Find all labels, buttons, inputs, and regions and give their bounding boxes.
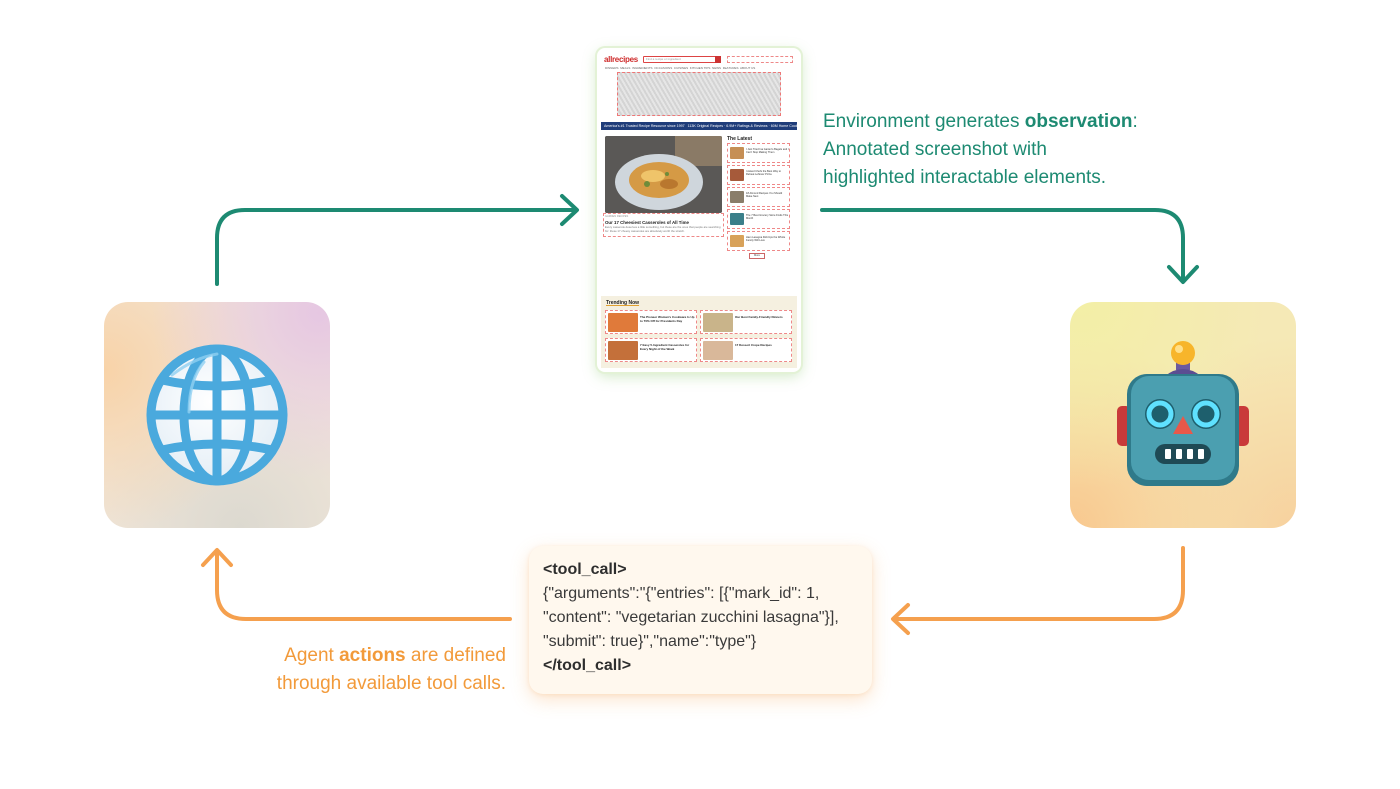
nav-item[interactable]: DINNERS bbox=[605, 66, 619, 70]
latest-thumb bbox=[730, 147, 744, 159]
nav-item[interactable]: MEALS bbox=[620, 66, 631, 70]
agent-to-action-arrow bbox=[891, 546, 1185, 635]
banner-stats: 113K Original Recipes · 6.9M+ Ratings & … bbox=[687, 124, 800, 128]
hero-link-box[interactable] bbox=[603, 213, 724, 237]
nav-item[interactable]: KITCHEN TIPS bbox=[689, 66, 711, 70]
caption-text: Environment generates bbox=[823, 111, 1025, 132]
latest-item[interactable]: I Just Tried Ina Garten's Bagels and I C… bbox=[727, 143, 790, 163]
latest-item-title: 18 Almond Recipes You Should Make Next bbox=[746, 192, 783, 199]
trending-card[interactable]: 7 Easy 5-Ingredient Casseroles for Every… bbox=[605, 338, 697, 362]
nav-item[interactable]: FEATURES bbox=[722, 66, 739, 70]
trending-card[interactable]: The Pioneer Woman's Cookware Is Up to 70… bbox=[605, 310, 697, 334]
annotated-screenshot: allrecipes Find a recipe or ingredient D… bbox=[597, 48, 801, 372]
tool-call-line-3: "submit": true}","name":"type"} bbox=[543, 633, 757, 650]
nav-item[interactable]: OCCASIONS bbox=[654, 66, 673, 70]
trending-thumb bbox=[608, 341, 638, 360]
caption-text: : bbox=[1132, 111, 1138, 132]
caption-keyword: actions bbox=[339, 645, 406, 666]
nav-item[interactable]: ABOUT US bbox=[740, 66, 756, 70]
latest-title: The Latest bbox=[727, 136, 753, 142]
tool-call-open-tag: <tool_call> bbox=[543, 561, 627, 578]
nav-item[interactable]: CUISINES bbox=[673, 66, 689, 70]
hero-tag: GARDEN RECIPES bbox=[605, 215, 629, 218]
latest-thumb bbox=[730, 235, 744, 247]
trending-card-title: The Pioneer Woman's Cookware Is Up to 70… bbox=[640, 315, 695, 323]
environment-tile bbox=[104, 302, 330, 528]
trending-thumb bbox=[703, 313, 733, 332]
action-caption: Agent actions are defined through availa… bbox=[230, 642, 506, 698]
latest-item[interactable]: I Asked Chefs the Best Way to Reheat Lef… bbox=[727, 165, 790, 185]
site-search-button[interactable] bbox=[715, 56, 721, 63]
nav-item[interactable]: INGREDIENTS bbox=[632, 66, 653, 70]
latest-item-title: The 7 Best Grocery Store Finds This Mont… bbox=[746, 214, 789, 221]
observation-to-agent-arrow bbox=[820, 208, 1199, 284]
observation-caption-line-2: Annotated screenshot with bbox=[823, 139, 1047, 160]
trending-card-title: Our Best Family-Friendly Dinners bbox=[735, 315, 783, 319]
tool-call-close-tag: </tool_call> bbox=[543, 657, 632, 674]
latest-item-title: I Just Tried Ina Garten's Bagels and I C… bbox=[746, 148, 789, 155]
latest-item[interactable]: 18 Almond Recipes You Should Make Next bbox=[727, 187, 790, 207]
action-caption-line-1: Agent actions are defined bbox=[230, 642, 506, 670]
trending-thumb bbox=[703, 341, 733, 360]
site-banner: America's #1 Trusted Recipe Resource sin… bbox=[601, 122, 800, 130]
trending-title: Trending Now bbox=[606, 300, 640, 306]
latest-item[interactable]: The 7 Best Grocery Store Finds This Mont… bbox=[727, 209, 790, 229]
observation-caption: Environment generates observation: Annot… bbox=[823, 108, 1183, 192]
hero-description: Every casserole deserves a little someth… bbox=[605, 225, 721, 233]
observation-caption-line-1: Environment generates observation: bbox=[823, 108, 1183, 136]
trending-thumb bbox=[608, 313, 638, 332]
nav-item[interactable]: NEWS bbox=[712, 66, 722, 70]
observation-caption-line-3: highlighted interactable elements. bbox=[823, 167, 1107, 188]
ad-placeholder bbox=[617, 72, 781, 116]
site-nav[interactable]: DINNERS MEALS INGREDIENTS OCCASIONS CUIS… bbox=[605, 66, 755, 70]
caption-text: are defined bbox=[405, 645, 506, 666]
agent-tile bbox=[1070, 302, 1296, 528]
action-caption-line-2: through available tool calls. bbox=[276, 673, 506, 694]
latest-thumb bbox=[730, 169, 744, 181]
trending-card-title: 17 Dessert Crepe Recipes bbox=[735, 343, 772, 347]
trending-card-title: 7 Easy 5-Ingredient Casseroles for Every… bbox=[640, 343, 690, 351]
tool-call-line-2: "content": "vegetarian zucchini lasagna"… bbox=[543, 609, 839, 626]
more-button[interactable]: More bbox=[749, 253, 765, 259]
casserole-photo bbox=[605, 136, 722, 213]
tool-call-line-1: {"arguments":"{"entries": [{"mark_id": 1… bbox=[543, 585, 820, 602]
site-logo: allrecipes bbox=[604, 55, 638, 64]
site-header-links[interactable] bbox=[727, 56, 793, 63]
robot-icon bbox=[1117, 341, 1249, 486]
latest-thumb bbox=[730, 213, 744, 225]
globe-icon bbox=[146, 344, 288, 486]
hero-title[interactable]: Our 17 Cheesiest Casseroles of All Time bbox=[605, 220, 689, 225]
caption-keyword: observation bbox=[1024, 111, 1133, 132]
env-to-observation-arrow bbox=[215, 194, 579, 286]
site-search-input[interactable]: Find a recipe or ingredient bbox=[643, 56, 719, 63]
caption-text: Agent bbox=[284, 645, 340, 666]
banner-text: America's #1 Trusted Recipe Resource sin… bbox=[604, 124, 685, 128]
tool-call-card: <tool_call> {"arguments":"{"entries": [{… bbox=[529, 546, 872, 694]
latest-thumb bbox=[730, 191, 744, 203]
action-to-env-arrow bbox=[201, 548, 512, 621]
latest-item-title: I Asked Chefs the Best Way to Reheat Lef… bbox=[746, 170, 781, 177]
latest-item-title: Ham Lasagna Roll-Ups the Whole Family Wi… bbox=[746, 236, 786, 243]
latest-item[interactable]: Ham Lasagna Roll-Ups the Whole Family Wi… bbox=[727, 231, 790, 251]
trending-card[interactable]: 17 Dessert Crepe Recipes bbox=[700, 338, 792, 362]
trending-card[interactable]: Our Best Family-Friendly Dinners bbox=[700, 310, 792, 334]
hero-image[interactable] bbox=[605, 136, 722, 213]
